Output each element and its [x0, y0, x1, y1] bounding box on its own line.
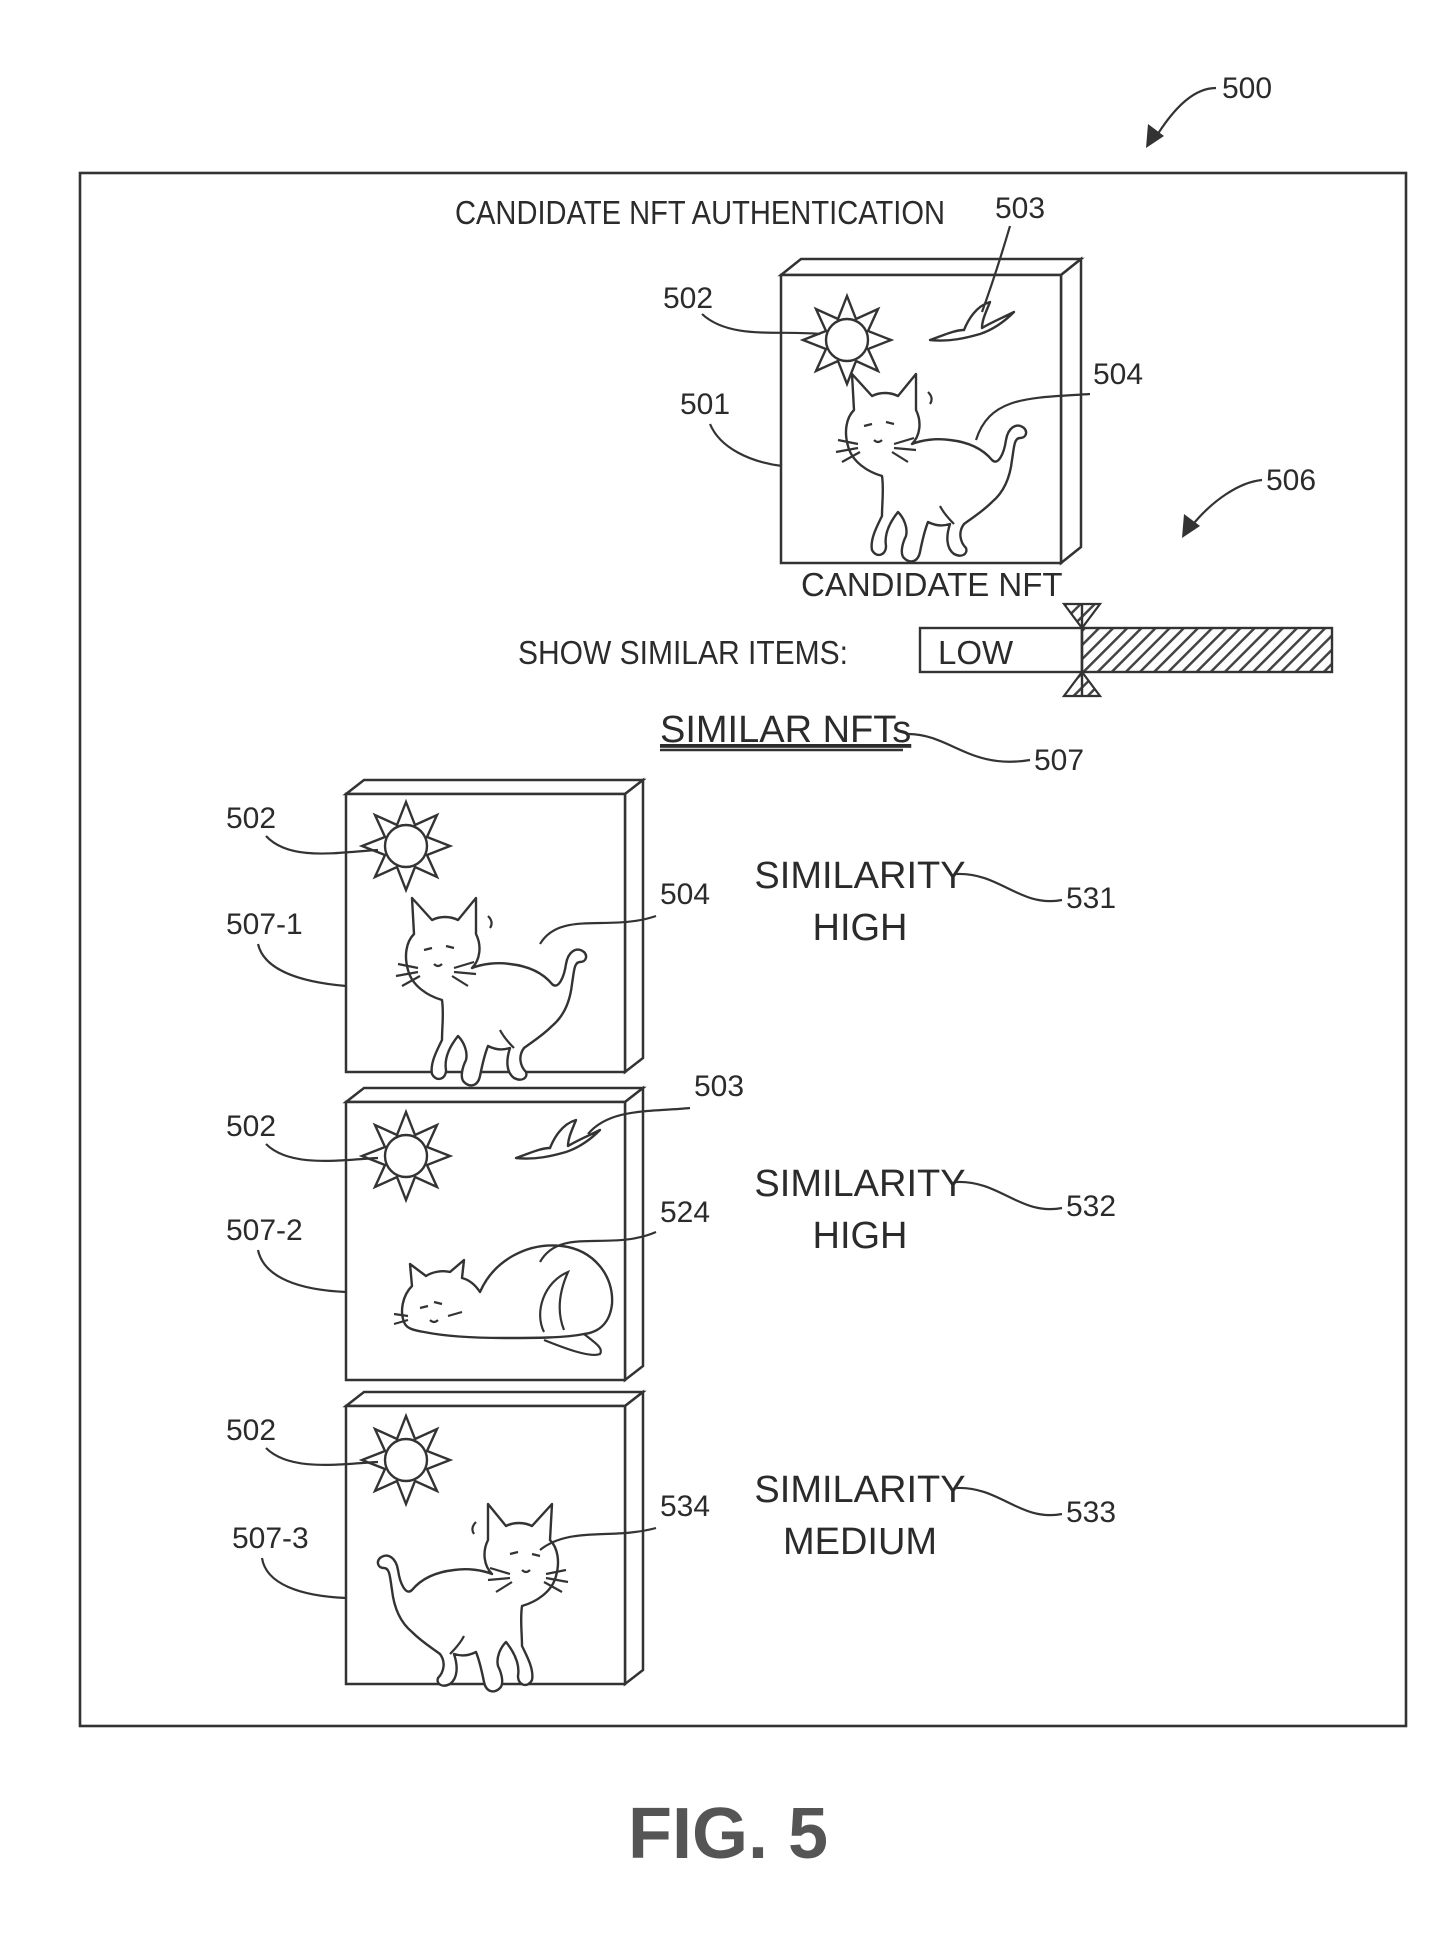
candidate-nft-card — [779, 257, 1083, 565]
figure-caption: FIG. 5 — [628, 1794, 828, 1874]
ref-534-label-3: 534 — [660, 1490, 710, 1523]
ref-507-1-label: 507-1 — [226, 908, 303, 941]
sun-icon — [360, 1414, 452, 1506]
slider-value-label: LOW — [938, 634, 1014, 671]
ref-501-leader — [708, 423, 783, 468]
ref-502-label-3: 502 — [226, 1414, 276, 1447]
similar-nft-2 — [344, 1086, 645, 1382]
similarity-label-2: SIMILARITY — [754, 1163, 965, 1205]
ref-532-label: 532 — [1066, 1190, 1116, 1223]
similar-nfts-heading: SIMILAR NFTs — [660, 709, 911, 751]
figure-reference-506: 506 — [1182, 464, 1316, 538]
figure-reference-500: 500 — [1146, 72, 1272, 148]
ref-502-label: 502 — [663, 282, 713, 315]
ref-507-3-label: 507-3 — [232, 1522, 309, 1555]
sun-icon — [360, 800, 452, 892]
ref-502-leader-1 — [265, 835, 379, 855]
ref-504-leader — [974, 392, 1091, 441]
ref-500-label: 500 — [1222, 72, 1272, 105]
similarity-value-1: HIGH — [813, 907, 908, 949]
ref-500-arrowhead — [1146, 124, 1164, 148]
similar-nft-3 — [344, 1390, 645, 1691]
ref-507-label: 507 — [1034, 744, 1084, 777]
ref-502-label-1: 502 — [226, 802, 276, 835]
similarity-label-1: SIMILARITY — [754, 855, 965, 897]
ref-503-label: 503 — [995, 192, 1045, 225]
ref-504-label-1: 504 — [660, 878, 710, 911]
ref-502-leader-2 — [265, 1143, 379, 1162]
svg-text:506: 506 — [1266, 464, 1316, 497]
ref-531-label: 531 — [1066, 882, 1116, 915]
ref-531-leader — [955, 872, 1063, 903]
sun-icon — [801, 294, 893, 386]
ref-507-leader — [907, 732, 1031, 763]
page-title: CANDIDATE NFT AUTHENTICATION — [455, 194, 945, 231]
slider-track-low[interactable] — [918, 626, 1084, 674]
similarity-value-3: MEDIUM — [783, 1521, 937, 1563]
ref-507-3-leader — [260, 1557, 347, 1600]
ref-532-leader — [955, 1180, 1063, 1211]
similarity-slider[interactable]: LOW — [918, 602, 1334, 698]
ref-507-2-label: 507-2 — [226, 1214, 303, 1247]
ref-502-label-2: 502 — [226, 1110, 276, 1143]
candidate-nft-caption: CANDIDATE NFT — [801, 566, 1063, 603]
ref-524-label-2: 524 — [660, 1196, 710, 1229]
ref-524-leader-2 — [539, 1230, 657, 1263]
ref-501-label: 501 — [680, 388, 730, 421]
ref-503-label-2: 503 — [694, 1070, 744, 1103]
ref-503-leader-2 — [587, 1106, 691, 1135]
screen-frame — [78, 171, 1408, 1728]
slider-label: SHOW SIMILAR ITEMS: — [518, 634, 848, 671]
ref-500-arrow-line — [1153, 86, 1217, 141]
ref-504-leader-1 — [539, 914, 657, 945]
similarity-value-2: HIGH — [813, 1215, 908, 1257]
similarity-label-3: SIMILARITY — [754, 1469, 965, 1511]
ref-534-leader-3 — [539, 1526, 657, 1551]
sun-icon — [360, 1110, 452, 1202]
ref-502-leader-3 — [265, 1447, 379, 1466]
slider-thumb[interactable] — [1061, 602, 1103, 698]
slider-track-fill[interactable] — [1080, 626, 1334, 674]
ref-503-leader — [980, 225, 1012, 313]
ref-507-1-leader — [256, 943, 347, 988]
ref-533-label: 533 — [1066, 1496, 1116, 1529]
ref-507-2-leader — [256, 1249, 347, 1294]
ref-533-leader — [955, 1486, 1063, 1517]
ref-504-label: 504 — [1093, 358, 1143, 391]
ref-502-leader — [701, 313, 821, 336]
similar-nft-1 — [344, 778, 645, 1087]
